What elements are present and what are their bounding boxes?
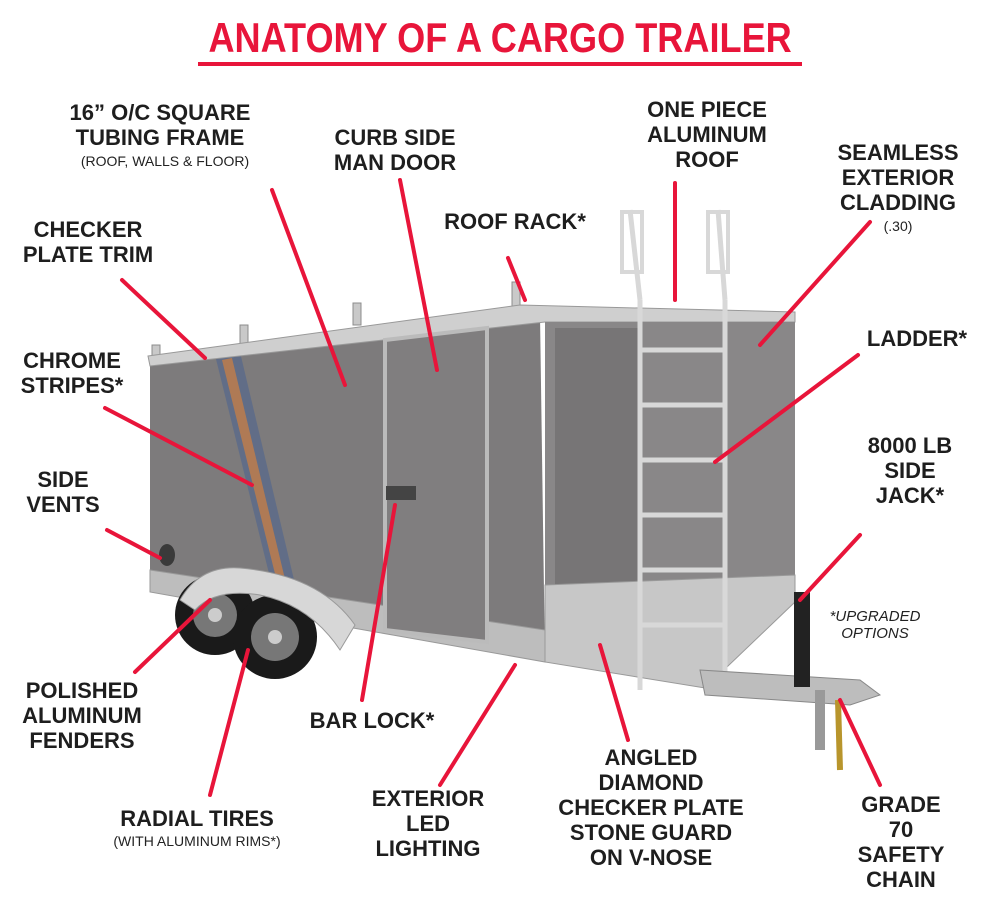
label-bar-lock: BAR LOCK* (309, 708, 435, 733)
bar-lock (386, 486, 416, 500)
label-ladder: LADDER* (866, 326, 968, 351)
callout-lines (103, 178, 882, 797)
side-vent (159, 544, 175, 566)
callout-led (438, 663, 517, 787)
label-frame-sub: (ROOF, WALLS & FLOOR) (80, 153, 250, 169)
label-man-door: CURB SIDE MAN DOOR (333, 125, 457, 175)
label-checker-trim: CHECKER PLATE TRIM (22, 217, 154, 267)
stone-guard (544, 574, 796, 689)
label-stone-guard: ANGLED DIAMOND CHECKER PLATE STONE GUARD… (558, 745, 744, 870)
label-fenders: POLISHED ALUMINUM FENDERS (22, 678, 142, 753)
callout-cladding (758, 220, 872, 347)
label-roof: ONE PIECE ALUMINUM ROOF (647, 97, 767, 172)
callout-chain (838, 698, 882, 787)
upgraded-options-note: *UPGRADED OPTIONS (829, 608, 921, 642)
ladder (627, 209, 728, 690)
label-frame: 16” O/C SQUARE TUBING FRAME (69, 100, 251, 150)
label-side-jack: 8000 LB SIDE JACK* (867, 433, 953, 508)
trailer (147, 209, 882, 771)
callout-chrome-stripes (103, 406, 254, 487)
label-roof-rack: ROOF RACK* (444, 209, 586, 234)
callout-side-jack (798, 533, 862, 602)
label-tires-sub: (WITH ALUMINUM RIMS*) (113, 833, 281, 849)
label-cladding: SEAMLESS EXTERIOR CLADDING (837, 140, 959, 215)
callout-side-vents (105, 528, 162, 560)
title-underline (198, 62, 802, 66)
callout-checker-trim (120, 278, 207, 360)
callout-bar-lock (360, 503, 397, 702)
callout-frame (270, 188, 347, 387)
label-chain: GRADE 70 SAFETY CHAIN (857, 792, 945, 892)
label-side-vents: SIDE VENTS (26, 467, 100, 517)
label-led: EXTERIOR LED LIGHTING (371, 786, 485, 861)
safety-chain (835, 699, 843, 771)
title-text: ANATOMY OF A CARGO TRAILER (208, 14, 792, 61)
callout-tires (208, 648, 250, 797)
side-jack (794, 592, 810, 687)
tongue (699, 669, 882, 706)
callout-man-door (398, 178, 439, 372)
callout-fenders (133, 598, 212, 674)
title: ANATOMY OF A CARGO TRAILER (0, 14, 1000, 62)
label-tires: RADIAL TIRES (120, 806, 274, 831)
label-chrome-stripes: CHROME STRIPES* (20, 348, 124, 398)
man-door (383, 325, 489, 645)
callout-ladder (713, 353, 860, 464)
callout-roof-rack (506, 256, 527, 302)
fender (179, 567, 356, 651)
label-cladding-sub: (.30) (883, 218, 913, 234)
callout-stone-guard (598, 643, 630, 742)
